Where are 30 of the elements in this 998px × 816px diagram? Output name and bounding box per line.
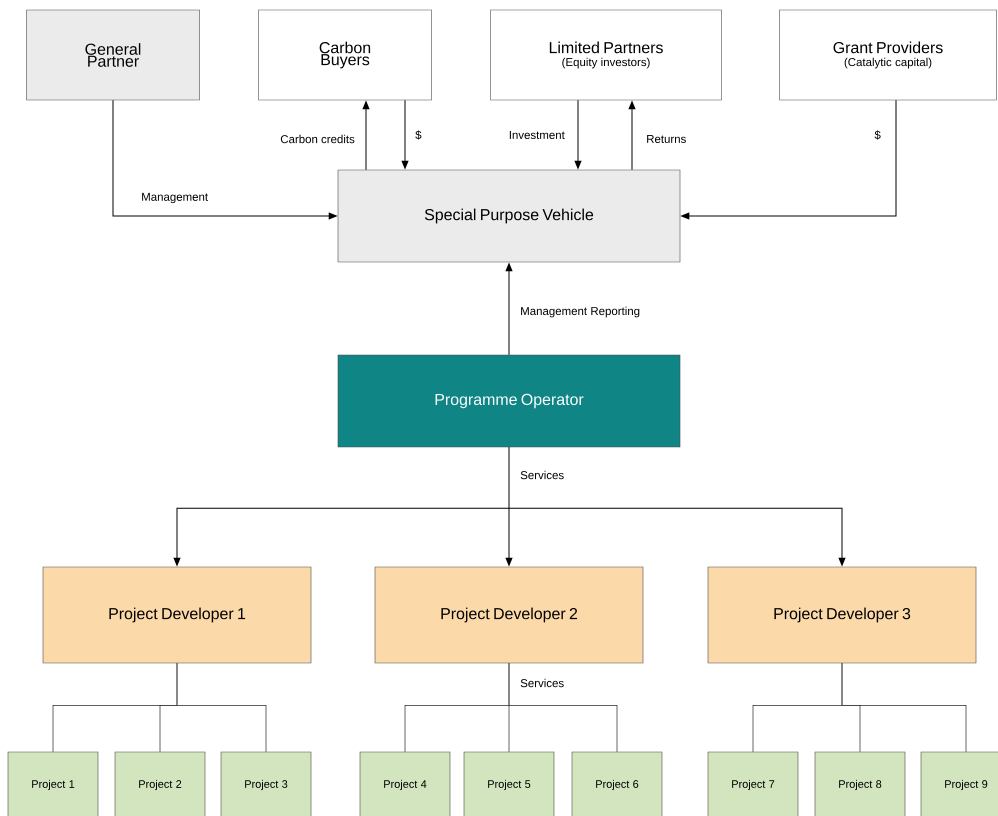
project-box: Project 5 <box>464 752 554 816</box>
connector-line <box>508 663 618 752</box>
partner-box: General Partner <box>26 10 200 100</box>
developer-box: Project Developer 1 <box>42 566 312 664</box>
project-box: Project 4 <box>360 752 450 816</box>
connector-line <box>176 663 266 752</box>
project-box: Project 7 <box>708 752 798 816</box>
edge-label: Services <box>519 470 566 480</box>
project-box: Project 1 <box>8 752 98 816</box>
edge-label: Services <box>519 678 566 688</box>
edge-label: Returns <box>645 134 688 144</box>
project-box: Project 6 <box>572 752 662 816</box>
operator-box: Programme Operator <box>338 354 680 448</box>
developer-box: Project Developer 3 <box>708 566 976 664</box>
project-box: Project 3 <box>220 752 312 816</box>
investor-box: Limited Partners (Equity investors) <box>490 10 722 100</box>
edge-label: $ <box>414 129 423 141</box>
connector-line <box>842 663 966 752</box>
project-box: Project 2 <box>114 752 206 816</box>
grant-box: Grant Providers (Catalytic capital) <box>779 10 997 100</box>
project-box: Project 8 <box>814 752 906 816</box>
project-box: Project 9 <box>920 752 998 816</box>
edge-label: Management <box>140 192 210 204</box>
buyer-box: Carbon Buyers <box>258 10 432 100</box>
edge-label: Carbon credits <box>279 134 356 144</box>
developer-box: Project Developer 2 <box>374 566 644 664</box>
edge-label: $ <box>873 129 882 141</box>
vehicle-box: Special Purpose Vehicle <box>338 170 680 262</box>
edge-label: Investment <box>508 130 566 140</box>
edge-label: Management Reporting <box>519 306 642 318</box>
